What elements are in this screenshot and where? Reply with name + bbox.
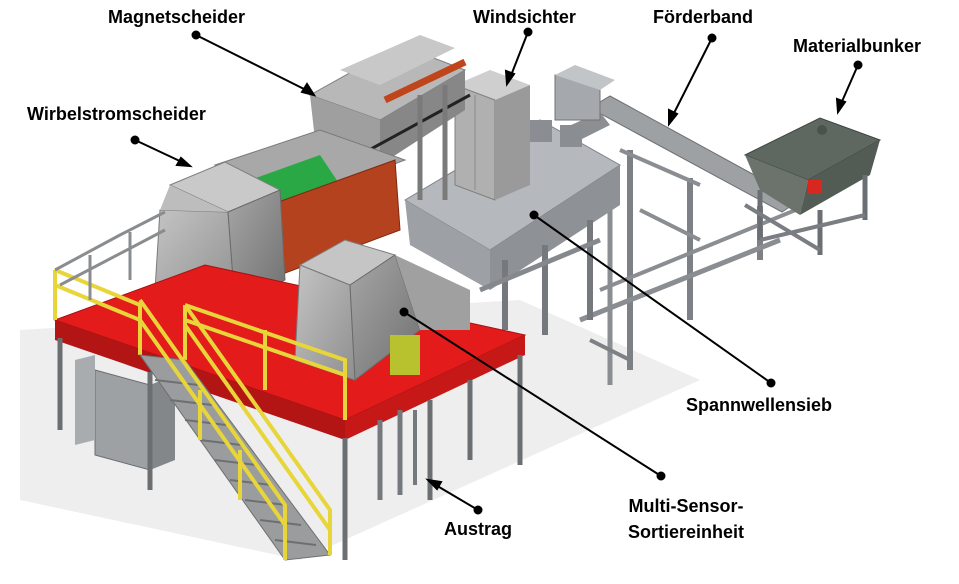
dot-windsichter — [523, 27, 533, 37]
windsichter-machine — [454, 70, 530, 201]
magnetscheider-machine — [308, 35, 471, 200]
dot-materialbunker — [853, 60, 863, 70]
leader-magnetscheider — [195, 34, 311, 93]
arrow-materialbunker — [835, 97, 847, 115]
label-austrag: Austrag — [444, 519, 513, 539]
leader-lines — [130, 27, 863, 515]
arrow-magnetscheider — [300, 82, 317, 97]
dot-foerderband — [707, 33, 717, 43]
grey-railing — [54, 210, 166, 300]
label-magnetscheider: Magnetscheider — [108, 7, 246, 27]
label-materialbunker: Materialbunker — [793, 36, 922, 56]
dot-magnetscheider — [191, 30, 201, 40]
dot-austrag — [473, 505, 483, 515]
arrow-wirbelstromscheider — [175, 156, 193, 168]
spannwellensieb-machine — [404, 65, 621, 335]
multisensor-sortiereinheit-machine — [294, 239, 470, 500]
leader-austrag — [433, 483, 479, 511]
yellow-railing — [53, 268, 347, 420]
arrow-austrag — [425, 478, 443, 491]
dot-spannwellensieb-end — [766, 378, 776, 388]
label-multisensor-line2: Sortiereinheit — [627, 522, 745, 542]
electrical-cabinet — [75, 355, 175, 471]
label-spannwellensieb: Spannwellensieb — [686, 395, 833, 415]
arrow-windsichter — [504, 69, 516, 87]
label-windsichter: Windsichter — [473, 7, 576, 27]
leader-foerderband — [671, 37, 713, 118]
dot-multisensor-end — [656, 471, 666, 481]
leader-spannwellensieb — [533, 214, 772, 384]
leader-windsichter — [509, 31, 529, 79]
label-multisensor-line1: Multi-Sensor- — [628, 496, 744, 516]
label-wirbelstromscheider: Wirbelstromscheider — [27, 104, 206, 124]
arrow-foerderband — [668, 108, 679, 127]
dot-spannwellensieb-start — [529, 210, 539, 220]
leader-materialbunker — [839, 64, 859, 107]
label-foerderband: Förderband — [653, 7, 754, 27]
leader-multisensor — [403, 311, 662, 477]
dot-wirbelstromscheider — [130, 135, 140, 145]
dot-multisensor-start — [399, 307, 409, 317]
stairs — [138, 298, 332, 561]
foerderband-conveyor — [560, 95, 821, 385]
materialbunker-machine — [743, 117, 882, 255]
leader-wirbelstromscheider — [134, 139, 185, 164]
